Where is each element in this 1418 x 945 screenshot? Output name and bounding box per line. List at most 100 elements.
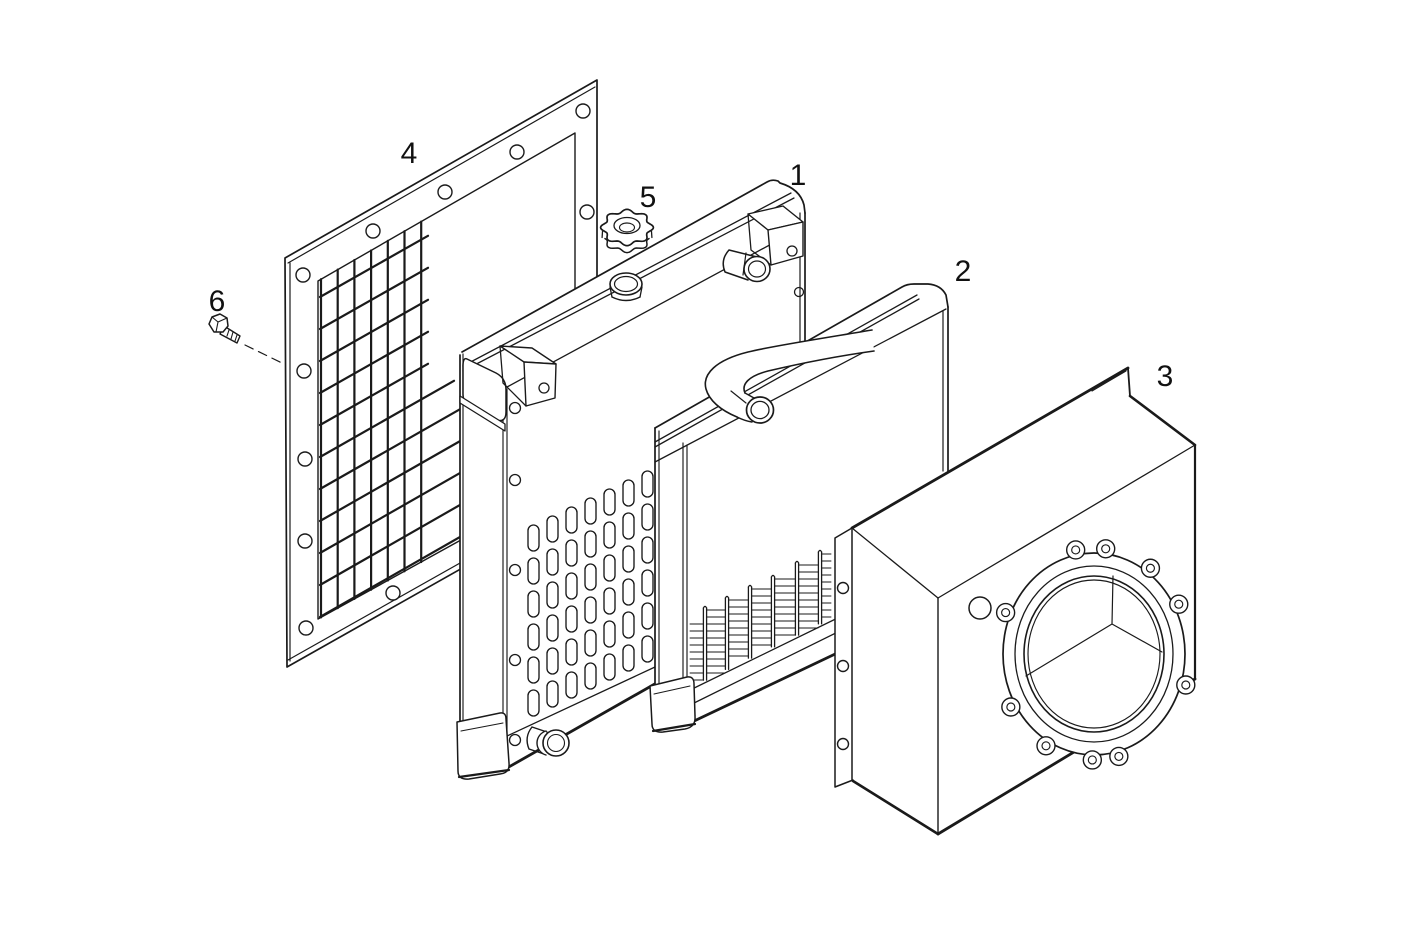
part-6-bolt [208,313,285,365]
filler-neck-side [609,286,643,298]
louvre-slot [584,596,597,624]
shroud-front-hole [968,596,992,620]
shroud-fold-thin [1091,370,1127,392]
core-tube-cap [770,574,776,578]
radiator-outlet-stub-end [743,255,771,283]
mesh-horizontal-wire [318,234,430,299]
grille-bolt-holes [295,103,595,636]
radiator-drain-bore [546,733,566,753]
louvre-slot [603,521,616,549]
louvre-slot [641,536,654,564]
radiator-channel-lines [462,353,508,757]
louvre-slot [546,680,559,708]
radiator-left-plate-band [459,395,506,432]
radiator-left-bracket-side [499,345,527,407]
mesh-horizontal-wire [318,396,482,491]
core-foot-lip [653,685,691,695]
louvre-slot [603,554,616,582]
shroud-interior-corner-lines [1025,575,1163,677]
shroud-front-top-edge [937,444,1196,599]
radiator-right-bracket-hole [786,245,798,257]
louvre-slot [546,515,559,543]
radiator-foot-lip [460,722,504,732]
core-channel-lines [658,430,688,730]
ring-tab-hole [1041,741,1051,751]
grille-bolt-hole [298,620,314,636]
louvre-slot [622,644,635,672]
bolt-head-facets [211,316,228,333]
core-top-edge [654,283,949,429]
label-part-3: 3 [1157,360,1174,393]
fan-opening-inner [1027,579,1161,729]
core-tube-cap [817,549,823,553]
grille-bolt-hole [385,585,401,601]
louvre-slot [565,605,578,633]
louvre-slot [546,647,559,675]
part-3-fan-shroud [834,366,1197,836]
grille-bolt-hole [295,267,311,283]
core-hose-collar [730,390,747,404]
core-tube-cap [702,605,708,609]
shroud-flange-hole [836,581,850,595]
louvre-slot [565,572,578,600]
mesh-horizontal-wire [318,298,430,363]
radiator-top-edge [461,179,806,353]
filler-neck-bottom [611,296,641,302]
cap-center-boss [618,222,636,233]
core-hose-cylinder-sides [736,392,755,423]
louvre-slot [622,479,635,507]
ring-tab-hole [1181,680,1191,690]
core-hose-bore [750,400,770,420]
core-bottom-tank-lines [685,610,853,707]
grille-bolt-hole [579,204,595,220]
louvre-slot [641,569,654,597]
label-part-5: 5 [640,181,657,214]
grille-bolt-hole [297,533,313,549]
louvre-slot [603,587,616,615]
core-bottom-edge-thick [690,644,854,724]
grille-frame-thickness-top [287,86,596,264]
core-fins [689,549,832,681]
radiator-bottom-edge-thick [498,679,662,774]
shroud-back-top-edge [850,366,1130,530]
louvre-slot [622,545,635,573]
radiator-channel-hole [508,733,522,747]
ring-tab-hole [1006,702,1016,712]
label-part-2: 2 [955,255,972,288]
grille-bolt-hole [297,451,313,467]
shroud-top-face-left-edge [851,527,939,599]
core-tube-cap [747,584,753,588]
radiator-outlet-stub-outline [722,249,758,281]
grille-bolt-hole [509,144,525,160]
ring-tab-hole [1087,755,1097,765]
radiator-foot-bottom [457,768,511,779]
shroud-flange-outline [834,527,854,788]
louvre-slot [527,524,540,552]
core-hose-outer [704,329,873,418]
louvre-slot [603,653,616,681]
core-foot-bottom [651,722,697,733]
shroud-top-right-edge [1128,394,1197,447]
louvre-slot [565,506,578,534]
louvre-slot [527,590,540,618]
radiator-channel-hole [508,653,522,667]
bolt-leader-line [244,344,285,365]
louvre-slot [527,623,540,651]
louvre-slot [641,470,654,498]
fan-ring-band [1014,565,1174,743]
radiator-drain-end [542,729,570,757]
radiator-channel-hole [508,563,522,577]
bolt-thread-ticks [226,329,238,342]
radiator-channel-holes [508,401,522,747]
part-labels: 1 2 3 4 5 6 [209,137,1174,393]
radiator-left-bracket-front [523,361,557,407]
louvre-slot [584,629,597,657]
shroud-fold-corner [1127,367,1131,397]
fan-opening-outer [1023,575,1165,733]
louvre-slot [546,614,559,642]
shroud-back-bottom-edge [851,779,940,836]
cap-scalloped-outline [599,208,655,247]
core-tube-cap [794,560,800,564]
radiator-side-hole [793,286,805,298]
